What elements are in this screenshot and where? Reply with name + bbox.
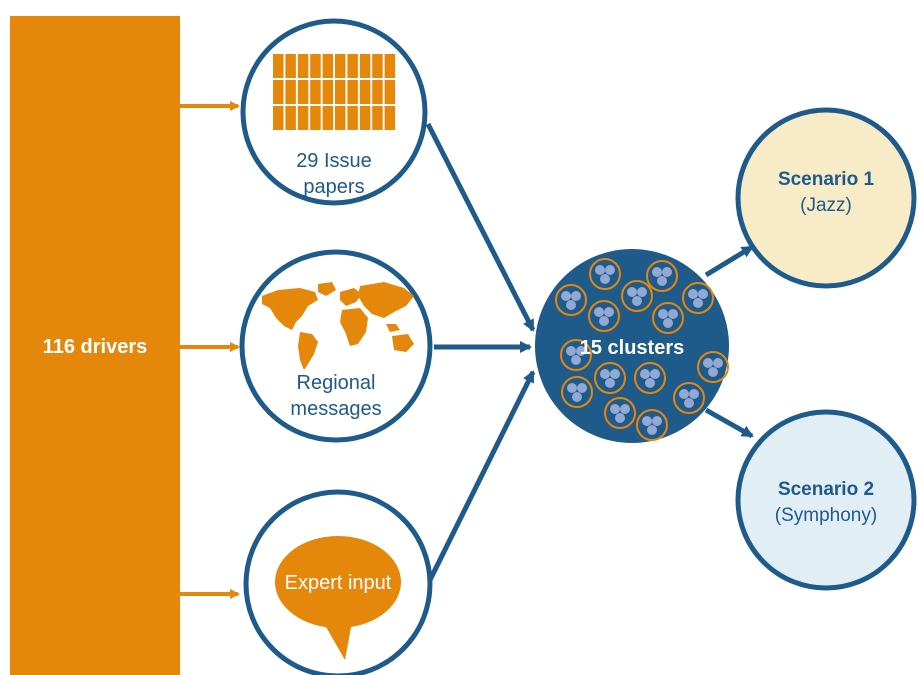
regional-line2: messages xyxy=(290,398,382,420)
clusters-node xyxy=(535,249,729,443)
regional-messages-label: Regional messages xyxy=(256,370,416,422)
scenario1-node xyxy=(735,107,917,289)
cluster-arrows xyxy=(425,122,754,582)
scenario2-node xyxy=(735,409,917,591)
arrow-expert-to-clusters xyxy=(427,370,536,582)
scenario1-subtitle: (Jazz) xyxy=(800,195,852,216)
clusters-label: 15 clusters xyxy=(579,337,685,359)
drivers-bar xyxy=(10,16,180,675)
arrow-to-scenario1 xyxy=(704,244,754,278)
scenario2-title: Scenario 2 xyxy=(777,479,875,500)
scenario2-subtitle: (Symphony) xyxy=(774,505,878,526)
speech-bubble-icon xyxy=(275,536,401,660)
arrow-issue-to-clusters xyxy=(425,122,536,332)
expert-input-label: Expert input xyxy=(284,572,392,594)
arrow-to-scenario2 xyxy=(704,407,754,439)
scenario1-title: Scenario 1 xyxy=(777,169,875,190)
cluster-dots-icon xyxy=(555,258,729,441)
document-grid-icon xyxy=(273,54,396,130)
issue-papers-node xyxy=(240,18,428,206)
drivers-label: 116 drivers xyxy=(42,336,148,358)
regional-messages-node xyxy=(239,249,433,443)
expert-input-node xyxy=(243,489,433,675)
issue-papers-line2: papers xyxy=(303,176,365,198)
regional-line1: Regional xyxy=(296,372,376,394)
issue-papers-label: 29 Issue papers xyxy=(254,148,414,200)
driver-arrows xyxy=(180,101,240,599)
world-map-icon xyxy=(262,282,414,370)
issue-papers-line1: 29 Issue xyxy=(296,150,372,172)
